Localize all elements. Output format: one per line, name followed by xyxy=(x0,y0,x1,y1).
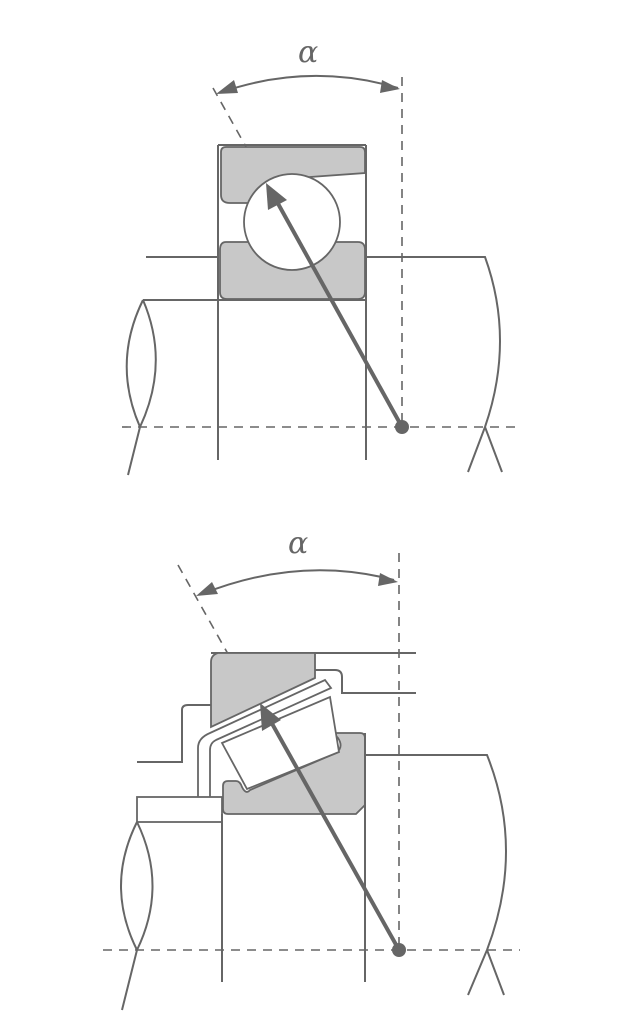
load-line-arrow xyxy=(274,199,404,428)
shaft-break-left xyxy=(120,821,154,1011)
cage xyxy=(197,678,333,797)
angle-arc xyxy=(221,75,399,93)
load-arrowhead xyxy=(266,183,287,210)
ball-bearing-diagram: α xyxy=(122,35,520,476)
tapered-roller-bearing-diagram: α xyxy=(103,526,520,1011)
contact-angle-label: α xyxy=(288,526,308,561)
arc-arrowhead-right xyxy=(378,573,398,586)
angle-arc xyxy=(201,569,395,595)
shaft-break-left xyxy=(125,299,157,476)
ball xyxy=(243,173,341,271)
contact-angle-label: α xyxy=(298,35,318,70)
housing-right xyxy=(366,754,507,996)
load-arrowhead xyxy=(260,703,281,731)
pressure-center-point xyxy=(392,943,406,957)
inner-cone xyxy=(222,732,366,815)
arc-arrowhead-left xyxy=(216,80,238,94)
tapered-roller xyxy=(220,695,341,791)
housing-left-step xyxy=(137,704,211,763)
pressure-center-point xyxy=(395,420,409,434)
contact-line-dashed xyxy=(212,87,269,187)
shaft-spacer xyxy=(136,796,223,823)
arc-arrowhead-left xyxy=(196,582,218,596)
housing-outline xyxy=(146,256,503,473)
outer-cup xyxy=(210,652,316,729)
arc-arrowhead-right xyxy=(380,80,400,93)
load-line-arrow xyxy=(268,719,401,951)
